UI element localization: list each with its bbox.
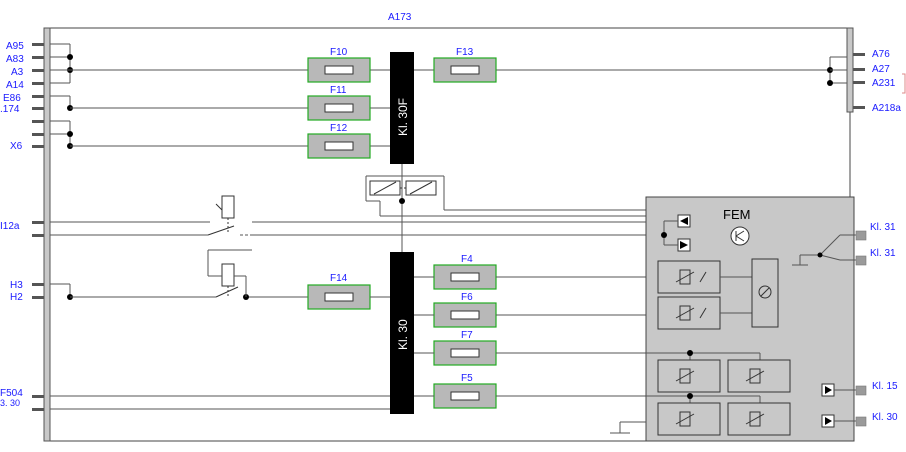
fem-relay-1: [657, 260, 721, 294]
switch-i12a: [50, 195, 646, 236]
fuse-f7: [433, 340, 497, 366]
pin-label-e86: E86: [3, 93, 21, 104]
pin-label-174: .174: [0, 104, 20, 115]
pin-label-h2: H2: [10, 292, 23, 303]
fuse-f11: [307, 95, 371, 121]
pin-label-i12a: I12a: [0, 221, 20, 232]
kl31-fork: [792, 230, 867, 266]
fuse-label-f7: F7: [461, 330, 473, 341]
fuse-f13: [433, 57, 497, 83]
fuse-f12: [307, 133, 371, 159]
transistor-icon: [730, 226, 750, 246]
pin-label-a218a: A218a: [872, 103, 901, 114]
pin-label-x6: X6: [10, 141, 23, 152]
fuse-f10: [307, 57, 371, 83]
relay-center: [365, 164, 646, 252]
ground-symbol: [610, 421, 646, 434]
fuse-label-f14: F14: [330, 273, 348, 284]
pin-label-a231: A231: [872, 78, 896, 89]
left-junctions: [50, 43, 73, 300]
pin-label-kl30-right: Kl. 30: [872, 412, 898, 423]
pin-label-a3: A3: [11, 67, 24, 78]
pin-label-kl31-a: Kl. 31: [870, 222, 896, 233]
fem-input-arrows: [661, 214, 691, 252]
right-pin-stubs-top: [853, 53, 865, 109]
pin-label-h3: H3: [10, 280, 23, 291]
fem-diag-block: [751, 258, 779, 328]
pin-label-kl30-left: 3. 30: [0, 398, 20, 408]
pin-label-a27: A27: [872, 64, 890, 75]
fuse-label-f10: F10: [330, 47, 348, 58]
left-connector-strip: [43, 27, 51, 442]
pin-label-kl31-b: Kl. 31: [870, 248, 896, 259]
pin-label-kl15: Kl. 15: [872, 381, 898, 392]
bus-kl30-label: Kl. 30: [396, 319, 410, 350]
pin-label-a14: A14: [6, 80, 24, 91]
fuse-f4: [433, 264, 497, 290]
fuse-f5: [433, 383, 497, 409]
fem-relay-grid: [646, 350, 791, 436]
fem-relay-2: [657, 296, 721, 330]
fuse-label-f13: F13: [456, 47, 474, 58]
diagram-title: A173: [388, 12, 412, 23]
fuse-label-f12: F12: [330, 123, 348, 134]
pin-label-a76: A76: [872, 49, 890, 60]
right-bracket: [902, 73, 906, 94]
pin-label-a95: A95: [6, 41, 24, 52]
fuse-f6: [433, 302, 497, 328]
fuse-label-f6: F6: [461, 292, 473, 303]
fuse-label-f5: F5: [461, 373, 473, 384]
bus-kl30f: [390, 52, 414, 164]
bottom-wires: [50, 276, 658, 410]
fuse-f14: [307, 284, 371, 310]
pin-label-a83: A83: [6, 54, 24, 65]
right-connector-strip: [846, 27, 854, 113]
bus-kl30: [390, 252, 414, 414]
switch-h2: [70, 249, 308, 300]
pin-label-f504: F504: [0, 388, 23, 399]
fuse-label-f4: F4: [461, 254, 473, 265]
fem-title: FEM: [723, 207, 750, 222]
left-pin-stubs: [32, 43, 44, 411]
bus-kl30f-label: Kl. 30F: [396, 98, 410, 136]
right-junctions: [827, 56, 847, 86]
top-wires: [50, 69, 830, 147]
fuse-label-f11: F11: [330, 85, 347, 96]
fem-outputs: [821, 383, 867, 428]
